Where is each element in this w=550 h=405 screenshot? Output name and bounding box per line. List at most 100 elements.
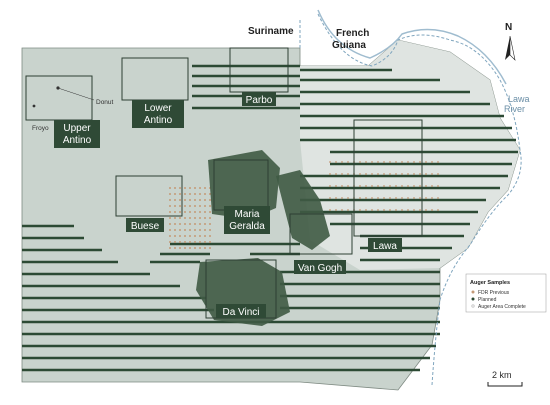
fdr-sample-dot — [209, 223, 211, 225]
fdr-sample-dot — [413, 161, 415, 163]
fdr-sample-dot — [413, 173, 415, 175]
fdr-sample-dot — [179, 241, 181, 243]
prospect-label-text: Buese — [131, 221, 160, 232]
fdr-sample-dot — [184, 223, 186, 225]
fdr-sample-dot — [401, 197, 403, 199]
fdr-sample-dot — [189, 223, 191, 225]
auger-complete-patch — [276, 170, 330, 250]
prospect-label-da-vinci: Da Vinci — [216, 304, 266, 318]
legend: Auger Samples FDR Previous Planned Auger… — [465, 273, 547, 313]
fdr-sample-dot — [359, 173, 361, 175]
fdr-sample-dot — [371, 185, 373, 187]
fdr-sample-dot — [204, 217, 206, 219]
fdr-sample-dot — [184, 193, 186, 195]
fdr-sample-dot — [371, 173, 373, 175]
fdr-sample-dot — [169, 187, 171, 189]
fdr-sample-dot — [174, 211, 176, 213]
fdr-sample-dot — [365, 185, 367, 187]
fdr-sample-dot — [189, 235, 191, 237]
fdr-sample-dot — [365, 209, 367, 211]
fdr-sample-dot — [184, 211, 186, 213]
fdr-sample-dot — [329, 197, 331, 199]
fdr-sample-dot — [179, 193, 181, 195]
legend-title: Auger Samples — [470, 280, 510, 286]
fdr-sample-dot — [209, 211, 211, 213]
fdr-sample-dot — [377, 197, 379, 199]
prospect-label-text: Da Vinci — [222, 307, 259, 318]
fdr-sample-dot — [437, 185, 439, 187]
fdr-sample-dot — [204, 241, 206, 243]
fdr-sample-dot — [204, 193, 206, 195]
river-line — [317, 9, 507, 85]
fdr-sample-dot — [189, 193, 191, 195]
prospect-label-parbo: Parbo — [242, 92, 276, 106]
fdr-sample-dot — [347, 185, 349, 187]
fdr-sample-dot — [431, 209, 433, 211]
fdr-sample-dot — [395, 161, 397, 163]
fdr-sample-dot — [199, 217, 201, 219]
fdr-sample-dot — [371, 197, 373, 199]
fdr-sample-dot — [377, 185, 379, 187]
fdr-sample-dot — [407, 209, 409, 211]
fdr-sample-dot — [169, 247, 171, 249]
fdr-sample-dot — [179, 205, 181, 207]
fdr-sample-dot — [184, 187, 186, 189]
fdr-sample-dot — [395, 197, 397, 199]
fdr-sample-dot — [184, 247, 186, 249]
suriname-label: Suriname — [248, 26, 294, 37]
fdr-sample-dot — [174, 199, 176, 201]
fdr-sample-dot — [184, 217, 186, 219]
fdr-sample-dot — [169, 229, 171, 231]
fdr-sample-dot — [395, 185, 397, 187]
fdr-sample-dot — [413, 185, 415, 187]
fdr-sample-dot — [174, 223, 176, 225]
fdr-sample-dot — [189, 247, 191, 249]
fdr-sample-dot — [189, 217, 191, 219]
fdr-sample-dot — [179, 229, 181, 231]
fdr-sample-dot — [194, 223, 196, 225]
fdr-sample-dot — [199, 229, 201, 231]
fdr-sample-dot — [194, 205, 196, 207]
fdr-sample-dot — [335, 209, 337, 211]
fdr-sample-dot — [199, 241, 201, 243]
svg-text:N: N — [505, 22, 512, 33]
fdr-sample-dot — [335, 161, 337, 163]
fdr-sample-dot — [377, 173, 379, 175]
fdr-sample-dot — [184, 199, 186, 201]
fdr-sample-dot — [199, 223, 201, 225]
fdr-sample-dot — [209, 247, 211, 249]
fdr-sample-dot — [194, 241, 196, 243]
fdr-sample-dot — [209, 205, 211, 207]
fdr-sample-dot — [341, 209, 343, 211]
prospect-label-text: Antino — [63, 135, 92, 146]
fdr-sample-dot — [169, 199, 171, 201]
froyo-label: Froyo — [32, 125, 49, 132]
fdr-sample-dot — [431, 161, 433, 163]
fdr-sample-dot — [189, 205, 191, 207]
fdr-sample-dot — [199, 193, 201, 195]
fdr-sample-dot — [179, 247, 181, 249]
fdr-sample-dot — [335, 197, 337, 199]
fdr-sample-dot — [194, 193, 196, 195]
fdr-sample-dot — [174, 235, 176, 237]
fdr-sample-dot — [359, 197, 361, 199]
fdr-sample-dot — [425, 209, 427, 211]
fdr-sample-dot — [341, 173, 343, 175]
scale-bar: 2 km — [487, 370, 523, 387]
fdr-sample-dot — [395, 209, 397, 211]
fdr-sample-dot — [401, 209, 403, 211]
fdr-sample-dot — [184, 241, 186, 243]
fdr-sample-dot — [437, 173, 439, 175]
fdr-sample-dot — [184, 235, 186, 237]
fdr-sample-dot — [209, 229, 211, 231]
fdr-sample-dot — [179, 235, 181, 237]
fdr-sample-dot — [359, 209, 361, 211]
fdr-sample-dot — [199, 205, 201, 207]
fdr-sample-dot — [204, 229, 206, 231]
fdr-sample-dot — [425, 197, 427, 199]
